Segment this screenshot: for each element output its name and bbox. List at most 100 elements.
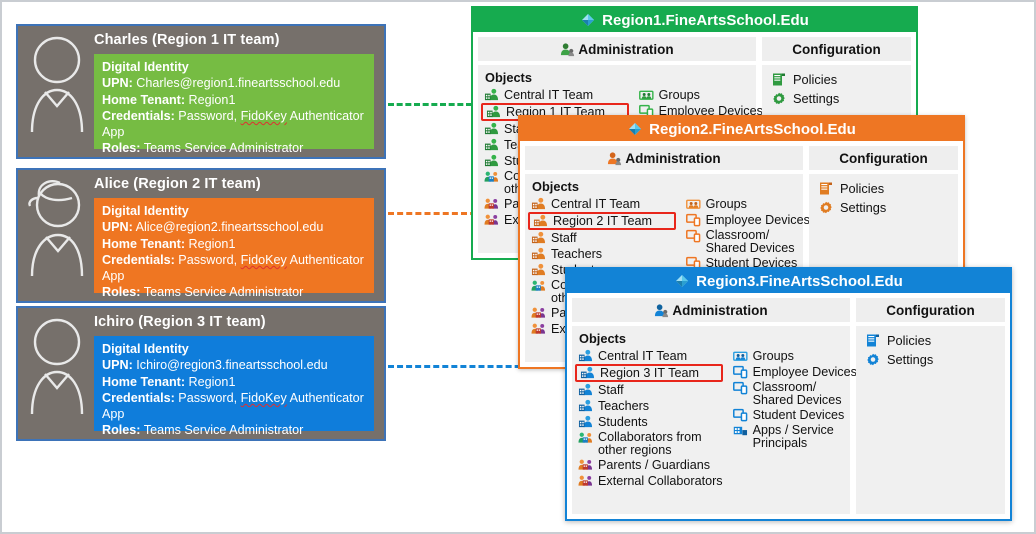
object-label: Employee Devices	[658, 104, 763, 118]
persona-name: Alice (Region 2 IT team)	[94, 176, 261, 192]
people-group-icon	[484, 154, 499, 168]
administrator-person-icon	[607, 151, 622, 166]
admin-column-body: Objects Central IT Team Region 3 IT Team	[572, 326, 857, 514]
persona-card-charles[interactable]: Charles (Region 1 IT team) Digital Ident…	[16, 24, 386, 159]
persona-card-ichiro[interactable]: Ichiro (Region 3 IT team) Digital Identi…	[16, 306, 386, 441]
object-label: Employee Devices	[752, 365, 857, 379]
object-label: Central IT Team	[504, 88, 594, 102]
config-header-label: Configuration	[886, 302, 975, 318]
admin-header-label: Administration	[625, 150, 721, 166]
home-tenant-value: Region1	[188, 374, 236, 389]
credentials-label: Credentials:	[102, 390, 175, 405]
people-group-icon	[580, 366, 595, 380]
device-monitor-phone-icon	[732, 365, 748, 379]
object-label: Groups	[705, 197, 747, 211]
object-central-it-team[interactable]: Central IT Team	[578, 348, 723, 364]
people-group-purple-icon	[578, 458, 593, 472]
object-classroom-shared-devices[interactable]: Classroom/ Shared Devices	[685, 228, 804, 255]
config-item-settings[interactable]: Settings	[768, 89, 905, 108]
object-staff[interactable]: Staff	[578, 382, 723, 398]
objects-header: Objects	[485, 70, 532, 85]
object-employee-devices[interactable]: Employee Devices	[638, 103, 763, 119]
object-parents-guardians[interactable]: Parents / Guardians	[578, 457, 723, 473]
connector-alice-to-region2	[388, 212, 540, 215]
roles-value: Teams Service Administrator	[143, 141, 304, 156]
people-group-purple-icon	[531, 322, 546, 336]
tenant-title: Region3.FineArtsSchool.Edu	[696, 272, 903, 290]
config-column-header: Configuration	[809, 146, 958, 170]
people-group-icon	[484, 122, 499, 136]
objects-header: Objects	[532, 179, 579, 194]
object-label: Central IT Team	[598, 349, 688, 363]
persona-name: Charles (Region 1 IT team)	[94, 32, 280, 48]
device-monitor-phone-icon	[732, 408, 748, 422]
roles-label: Roles:	[102, 423, 141, 438]
people-group-teal-icon	[484, 170, 499, 184]
object-employee-devices[interactable]: Employee Devices	[732, 364, 857, 380]
object-staff[interactable]: Staff	[531, 230, 676, 246]
people-group-purple-icon	[578, 474, 593, 488]
config-column-header: Configuration	[762, 37, 911, 61]
people-group-icon	[578, 349, 593, 363]
tenant-panel-region3[interactable]: Region3.FineArtsSchool.Edu Administratio…	[565, 267, 1012, 521]
home-tenant-value: Region1	[188, 92, 236, 107]
people-group-icon	[578, 383, 593, 397]
objects-header: Objects	[579, 331, 626, 346]
config-column-header: Configuration	[856, 298, 1005, 322]
object-central-it-team[interactable]: Central IT Team	[484, 87, 629, 103]
people-group-icon	[484, 138, 499, 152]
object-label: Students	[598, 415, 648, 429]
apps-service-principal-icon	[733, 424, 748, 438]
detail-heading: Digital Identity	[102, 342, 189, 356]
people-group-purple-icon	[484, 213, 499, 227]
config-item-settings[interactable]: Settings	[862, 350, 999, 369]
persona-card-alice[interactable]: Alice (Region 2 IT team) Digital Identit…	[16, 168, 386, 303]
upn-value: Ichiro@region3.fineartsschool.edu	[136, 358, 328, 373]
object-collaborators-other-regions[interactable]: Collaborators from other regions	[578, 430, 723, 457]
tenant-diamond-icon	[674, 273, 690, 289]
object-groups[interactable]: Groups	[732, 348, 851, 364]
object-groups[interactable]: Groups	[638, 87, 757, 103]
persona-details: Digital Identity UPN: Charles@region1.fi…	[94, 54, 374, 155]
object-region-it-team-highlighted[interactable]: Region 3 IT Team	[575, 364, 723, 382]
object-label: Teachers	[551, 247, 603, 261]
gear-icon	[819, 200, 833, 215]
object-label: Student Devices	[752, 408, 845, 422]
groups-icon	[638, 88, 654, 102]
device-monitor-phone-icon	[685, 229, 701, 243]
object-students[interactable]: Students	[578, 414, 723, 430]
config-label: Policies	[793, 72, 838, 87]
object-label: Staff	[551, 231, 577, 245]
tenant-titlebar: Region3.FineArtsSchool.Edu	[567, 269, 1010, 293]
object-teachers[interactable]: Teachers	[578, 398, 723, 414]
roles-value: Teams Service Administrator	[143, 423, 304, 438]
home-tenant-value: Region1	[188, 236, 236, 251]
admin-column-header: Administration	[478, 37, 756, 61]
person-avatar-female-icon	[26, 176, 88, 280]
fidokey-word: FidoKey	[240, 390, 287, 405]
object-teachers[interactable]: Teachers	[531, 246, 676, 262]
detail-heading: Digital Identity	[102, 204, 189, 218]
fidokey-word: FidoKey	[240, 252, 287, 267]
config-item-policies[interactable]: Policies	[768, 70, 905, 89]
object-external-collaborators[interactable]: External Collaborators	[578, 473, 723, 489]
config-item-settings[interactable]: Settings	[815, 198, 952, 217]
config-header-label: Configuration	[792, 41, 881, 57]
object-region-it-team-highlighted[interactable]: Region 2 IT Team	[528, 212, 676, 230]
people-group-icon	[486, 105, 501, 119]
object-apps-service-principals[interactable]: Apps / Service Principals	[733, 423, 851, 450]
person-avatar-icon	[26, 32, 88, 136]
object-employee-devices[interactable]: Employee Devices	[685, 212, 810, 228]
object-label: Apps / Service Principals	[752, 423, 834, 450]
object-classroom-shared-devices[interactable]: Classroom/ Shared Devices	[732, 380, 851, 407]
config-item-policies[interactable]: Policies	[862, 331, 999, 350]
object-central-it-team[interactable]: Central IT Team	[531, 196, 676, 212]
object-groups[interactable]: Groups	[685, 196, 804, 212]
people-group-icon	[578, 399, 593, 413]
tenant-diamond-icon	[580, 12, 596, 28]
people-group-icon	[531, 231, 546, 245]
roles-label: Roles:	[102, 285, 141, 300]
config-item-policies[interactable]: Policies	[815, 179, 952, 198]
object-student-devices[interactable]: Student Devices	[732, 407, 851, 423]
